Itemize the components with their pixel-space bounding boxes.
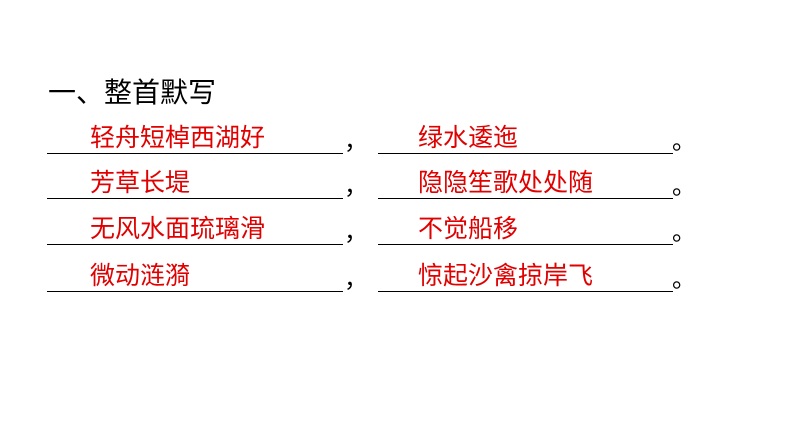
blank-line (378, 158, 673, 199)
answer-right: 惊起沙禽掠岸飞 (418, 261, 594, 290)
answer-left: 微动涟漪 (90, 261, 191, 290)
blank-line (47, 113, 343, 154)
period: 。 (672, 218, 696, 246)
poem-row: 微动涟漪 ， 惊起沙禽掠岸飞 。 (0, 251, 794, 293)
answer-right: 不觉船移 (418, 214, 519, 243)
comma: ， (344, 172, 368, 200)
poem-row: 轻舟短棹西湖好 ， 绿水逶迤 。 (0, 113, 794, 155)
comma: ， (344, 127, 368, 155)
blank-line (378, 251, 673, 292)
poem-row: 芳草长堤 ， 隐隐笙歌处处随 。 (0, 158, 794, 200)
answer-right: 隐隐笙歌处处随 (418, 168, 594, 197)
blank-line (378, 113, 673, 154)
comma: ， (344, 218, 368, 246)
blank-line (47, 204, 343, 245)
period: 。 (672, 265, 696, 293)
period: 。 (672, 127, 696, 155)
poem-row: 无风水面琉璃滑 ， 不觉船移 。 (0, 204, 794, 246)
answer-left: 无风水面琉璃滑 (90, 214, 266, 243)
blank-line (47, 158, 343, 199)
comma: ， (344, 265, 368, 293)
answer-left: 芳草长堤 (90, 168, 191, 197)
answer-left: 轻舟短棹西湖好 (90, 123, 266, 152)
answer-right: 绿水逶迤 (418, 123, 519, 152)
blank-line (47, 251, 343, 292)
blank-line (378, 204, 673, 245)
section-title: 一、整首默写 (48, 76, 217, 109)
period: 。 (672, 172, 696, 200)
